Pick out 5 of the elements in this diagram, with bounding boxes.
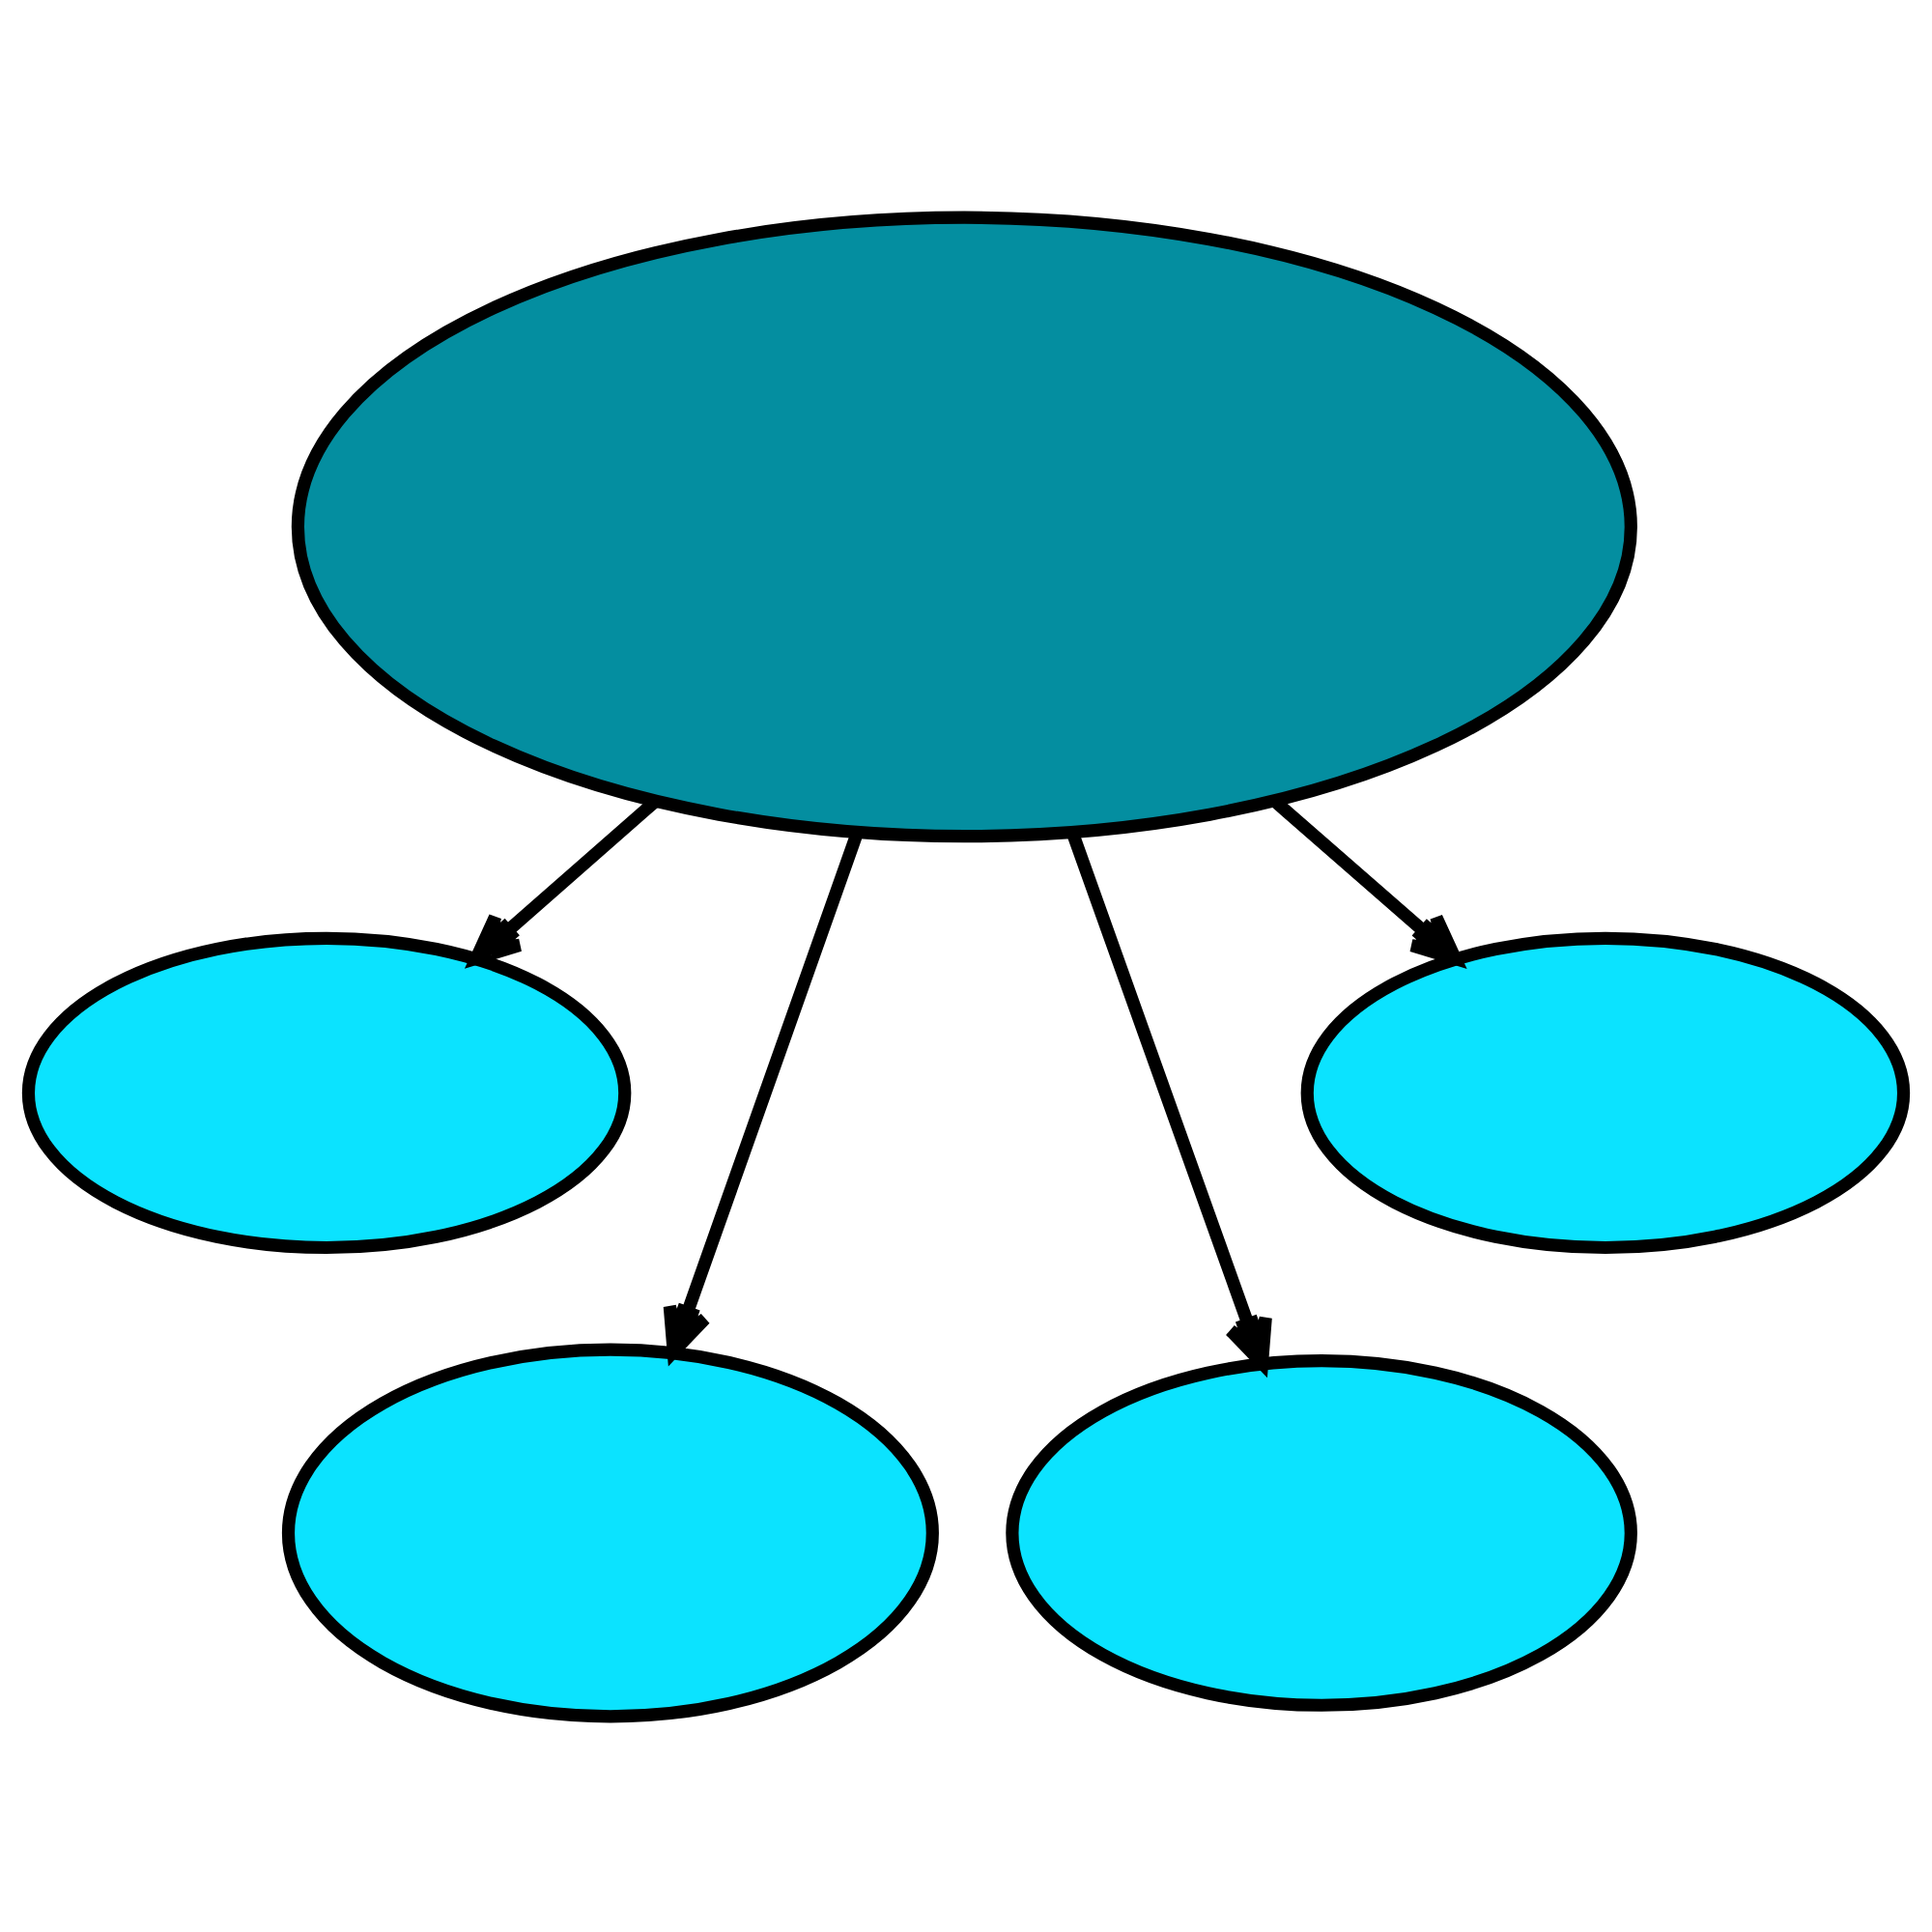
node-ellipse	[1300, 930, 1911, 1254]
node-ellipse	[21, 930, 632, 1254]
node-ellipse	[1006, 1353, 1637, 1711]
node-ellipse	[281, 1342, 939, 1722]
node-ellipse	[291, 210, 1637, 842]
